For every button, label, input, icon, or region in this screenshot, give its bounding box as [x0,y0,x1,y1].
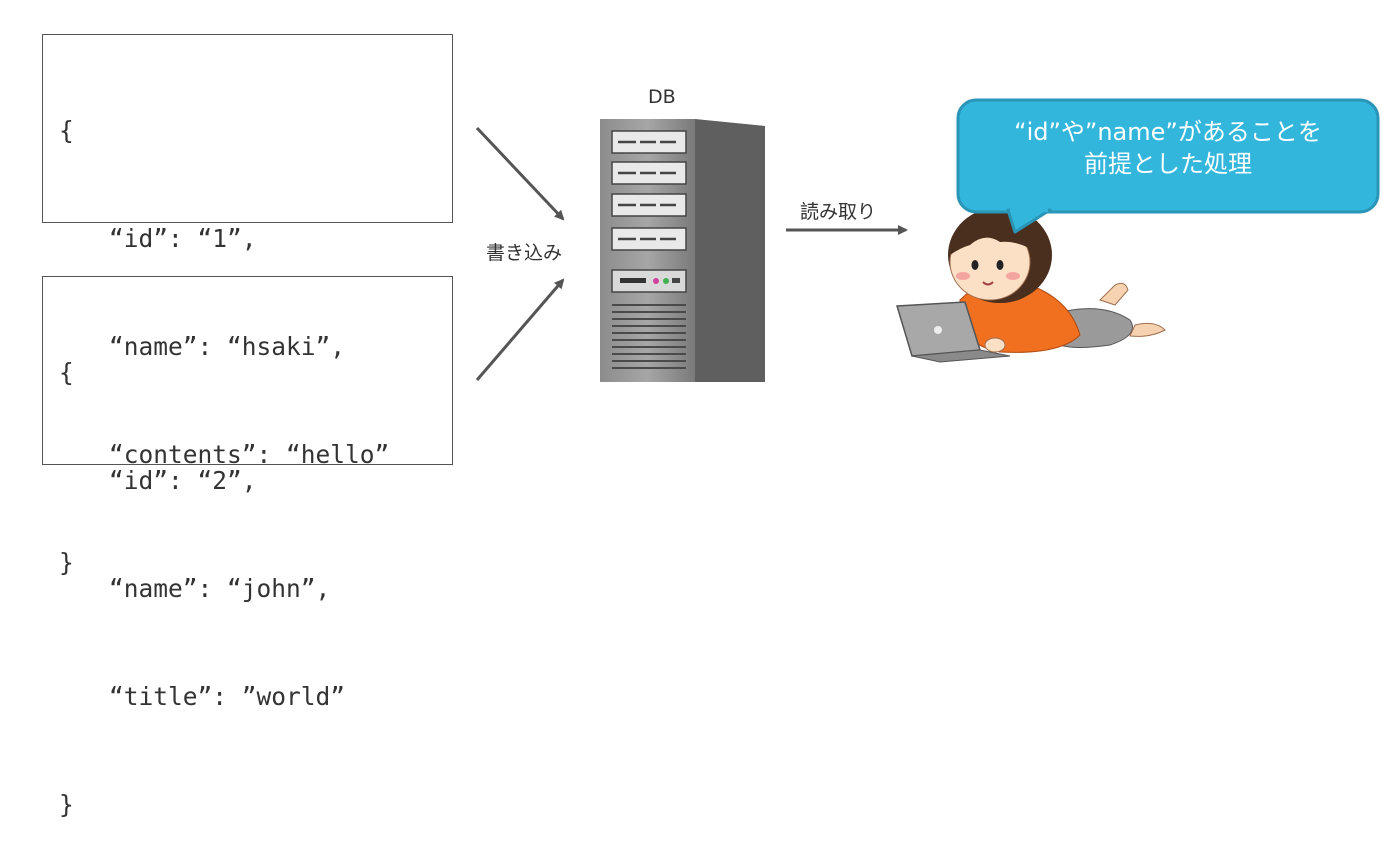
write-label: 書き込み [486,242,563,264]
json-line: “title”: ”world” [109,682,346,711]
json-line: } [59,790,74,819]
json-line: “name”: “john”, [109,574,331,603]
json-line: “name”: “hsaki”, [109,332,346,361]
speech-bubble-text: “id”や”name”があることを 前提とした処理 [968,116,1368,180]
person-with-laptop-icon [896,207,1166,363]
write-arrow-bottom [475,278,565,381]
db-label: DB [648,86,676,108]
read-label: 読み取り [800,201,877,223]
speech-bubble-line-1: “id”や”name”があることを [1014,118,1322,146]
json-line: “id”: “2”, [109,466,257,495]
json-line: { [59,358,74,387]
write-arrow-top [475,126,565,221]
json-line: “id”: “1”, [109,224,257,253]
json-line: { [59,116,74,145]
speech-bubble [956,98,1380,234]
server-icon [600,119,765,382]
speech-bubble-line-2: 前提とした処理 [1084,150,1252,178]
json-record-1: { “id”: “1”, “name”: “hsaki”, “contents”… [42,34,453,577]
diagram-canvas [475,98,1380,382]
